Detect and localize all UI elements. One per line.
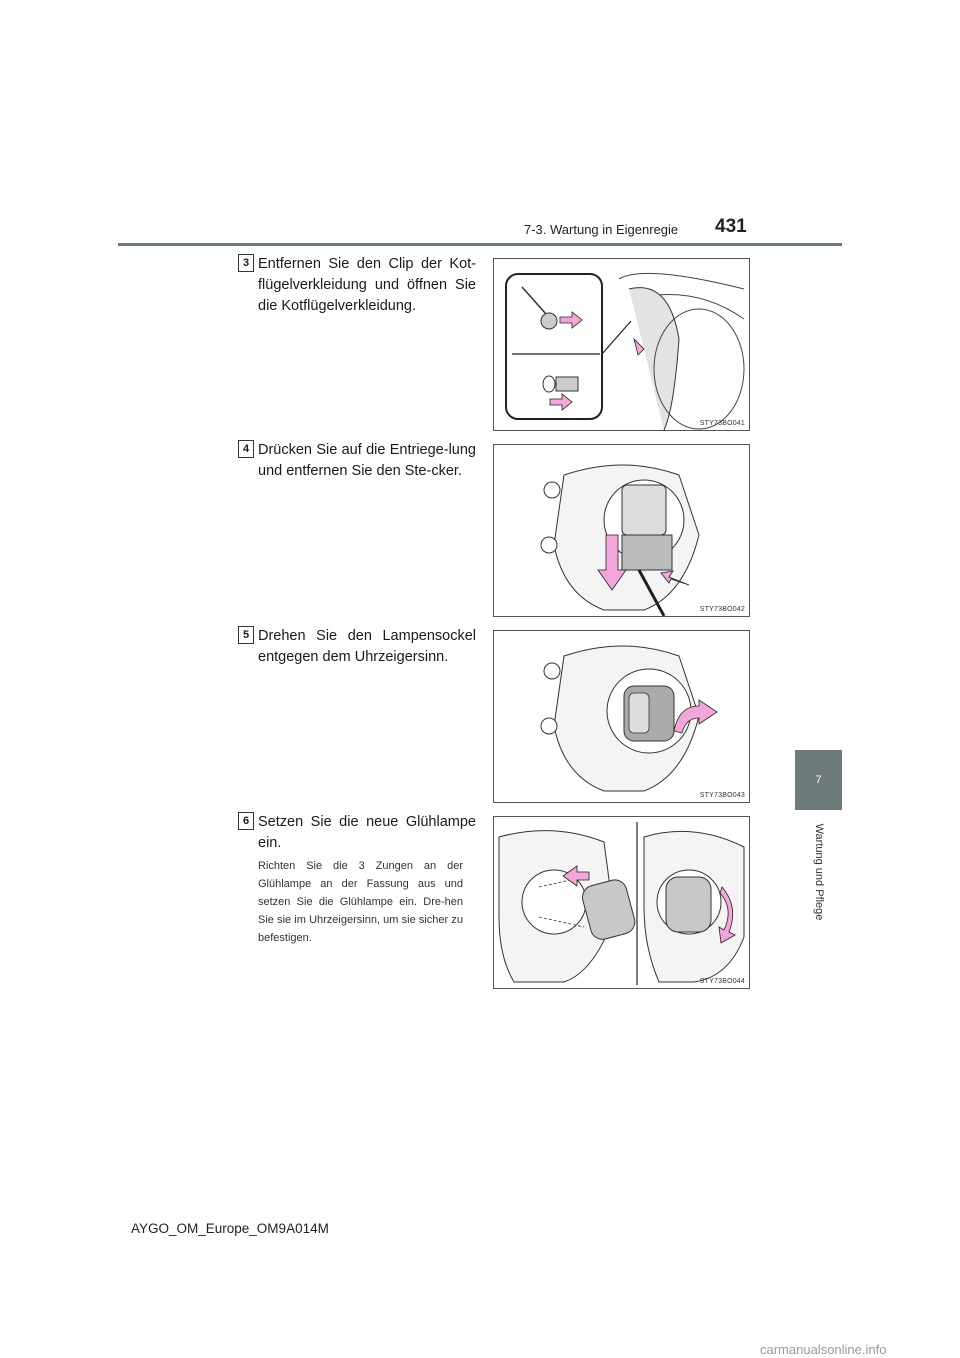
figure-fender-clip: STY73BO041 [493,258,750,431]
step-badge: 6 [238,812,254,830]
figure-install-bulb: STY73BO044 [493,816,750,989]
fender-clip-illustration [505,272,745,430]
watermark: carmanualsonline.info [760,1342,887,1357]
section-title: 7-3. Wartung in Eigenregie [524,222,679,237]
chapter-title: Wartung und Pflege [795,812,842,932]
arrow-icon [660,570,690,586]
rotate-socket-illustration [540,645,718,792]
figure-rotate-socket: STY73BO043 [493,630,750,803]
figure-code: STY73BO041 [699,420,745,427]
step-text: Drücken Sie auf die Entriege-lung und en… [258,442,476,479]
figure-code: STY73BO043 [699,792,745,799]
figure-code: STY73BO042 [699,606,745,613]
arrow-icon [559,311,583,329]
arrow-icon [633,337,645,356]
step-badge: 5 [238,626,254,644]
arrow-left-icon [562,865,590,887]
step-text: Entfernen Sie den Clip der Kot-flügelver… [258,256,476,314]
chapter-title-text: Wartung und Pflege [812,823,825,921]
manual-code: AYGO_OM_Europe_OM9A014M [131,1221,329,1236]
step-note: Richten Sie die 3 Zungen an der Glühlamp… [258,860,463,944]
header-rule [118,243,842,246]
step-badge: 3 [238,254,254,272]
step-text: Drehen Sie den Lampensockel entgegen dem… [258,628,476,665]
figure-connector-release: STY73BO042 [493,444,750,617]
rotate-arrow-icon [673,699,718,734]
page-number: 431 [715,216,747,237]
connector-release-illustration [540,464,700,616]
step-text: Setzen Sie die neue Glühlampe ein. [258,814,476,851]
chapter-tab: 7 [795,750,842,810]
arrow-icon [549,393,573,411]
install-bulb-illustration [498,822,745,985]
arrow-down-icon [597,534,627,591]
rotate-clockwise-icon [718,886,736,944]
step-badge: 4 [238,440,254,458]
figure-code: STY73BO044 [699,978,745,985]
